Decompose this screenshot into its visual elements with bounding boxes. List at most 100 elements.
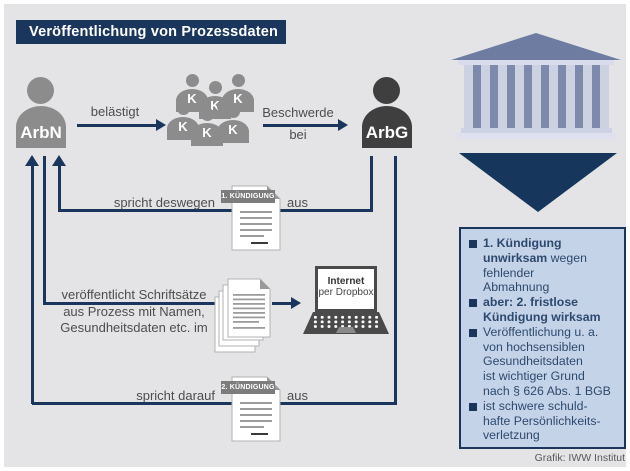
laptop-keyboard <box>303 312 389 334</box>
arbg-figure: ArbG <box>362 77 412 148</box>
courthouse-pediment <box>451 33 621 60</box>
infobox-list: 1. Kündigung unwirksam wegen fehlender A… <box>469 236 619 443</box>
caption-complaint-2: bei <box>289 127 307 142</box>
colleague-head-icon <box>208 81 222 94</box>
colleague-head-icon <box>176 102 190 115</box>
colleague-label: K <box>233 91 243 106</box>
colleagues-group: K K K K K K <box>167 71 260 155</box>
arbn-body-icon <box>16 106 66 148</box>
bullet-text: aber: 2. fristlose Kündigung wirksam <box>483 295 601 324</box>
line-up-to-arbn-1 <box>57 166 61 211</box>
text-line <box>233 303 265 305</box>
arrow-harasses <box>77 119 166 131</box>
document-label: 2. KÜNDIGUNG <box>221 381 275 394</box>
page-title: Veröffentlichung von Prozessdaten <box>16 20 286 44</box>
text-line <box>240 402 272 404</box>
text-line <box>240 211 272 213</box>
arbg-body-icon <box>362 106 412 148</box>
arbg-label: ArbG <box>365 123 409 142</box>
line-up-to-arbn-2 <box>30 166 34 404</box>
text-line <box>233 316 265 319</box>
document-kuendigung-2: 2. KÜNDIGUNG <box>221 376 281 442</box>
keyboard-keys <box>312 315 380 328</box>
colleague-figure: K <box>217 105 249 143</box>
courthouse-lintel <box>458 60 614 65</box>
colleague-label: K <box>210 98 220 113</box>
line-arbg-down-1 <box>369 156 373 212</box>
signature-line <box>251 433 268 435</box>
bullet-text: 1. Kündigung unwirksam wegen fehlender A… <box>483 236 587 295</box>
page-fold-icon <box>260 279 270 289</box>
arrowhead-to-arbn-2 <box>25 155 39 166</box>
arbn-figure: ArbN <box>16 77 66 148</box>
colleague-body-icon <box>191 123 223 146</box>
bullet-square-icon <box>469 328 477 337</box>
arbn-head-icon <box>27 77 54 104</box>
text-line <box>240 223 272 225</box>
text-line <box>240 408 272 410</box>
colleague-head-icon <box>200 108 214 121</box>
bullet-square-icon <box>469 299 477 308</box>
caption-issues-second: spricht darauf <box>136 388 215 403</box>
text-line <box>240 235 264 237</box>
colleague-label: K <box>178 119 188 134</box>
colleague-label: K <box>202 125 212 140</box>
laptop-icon: Internet per Dropbox <box>303 266 389 338</box>
courthouse-base <box>461 128 612 133</box>
line-kuendigung2 <box>32 402 395 405</box>
caption-complaint-1: Beschwerde <box>262 105 334 120</box>
text-line <box>240 426 264 428</box>
arrow-complaint <box>263 119 348 131</box>
credit-label: Grafik: IWW Institut <box>534 452 625 464</box>
signature-line <box>251 242 268 244</box>
arbg-head-icon <box>373 77 400 104</box>
laptop-touchpad <box>336 327 356 333</box>
laptop-screen: Internet per Dropbox <box>315 266 377 312</box>
colleague-label: K <box>228 122 238 137</box>
caption-issues-first: spricht deswegen <box>113 195 215 210</box>
text-line <box>240 217 272 219</box>
laptop-label-line1: Internet <box>327 276 365 287</box>
colleague-head-icon <box>226 105 240 118</box>
infobox-bullet: aber: 2. fristlose Kündigung wirksam <box>469 295 619 325</box>
courthouse-columns <box>464 65 609 128</box>
down-arrow-icon <box>459 153 617 212</box>
caption-issues-first-suffix: aus <box>287 195 308 210</box>
bullet-square-icon <box>469 240 477 248</box>
text-line <box>233 294 265 296</box>
text-line <box>233 298 265 301</box>
arbn-label: ArbN <box>20 123 62 142</box>
stacked-pages <box>214 278 271 353</box>
document-label: 1. KÜNDIGUNG <box>221 190 275 203</box>
colleague-head-icon <box>231 74 245 87</box>
infobox-bullet: Veröffentlichung u. a. von hochsensiblen… <box>469 325 619 399</box>
text-line <box>240 414 272 416</box>
line-arbn-publish-down <box>42 156 46 305</box>
infobox-bullet: 1. Kündigung unwirksam wegen fehlender A… <box>469 236 619 295</box>
colleague-head-icon <box>185 74 199 87</box>
caption-issues-second-suffix: aus <box>287 388 308 403</box>
line-publish-right <box>42 302 215 305</box>
arrow-to-laptop <box>272 297 301 309</box>
text-line <box>233 321 259 323</box>
colleague-figure: K <box>191 108 223 146</box>
document-stack <box>214 277 272 359</box>
colleague-label: K <box>187 91 197 106</box>
text-line <box>233 307 265 310</box>
caption-harasses: belästigt <box>90 104 140 119</box>
text-line <box>233 327 265 329</box>
infobox: 1. Kündigung unwirksam wegen fehlender A… <box>459 227 626 449</box>
line-kuendigung1 <box>58 209 372 212</box>
bullet-text: ist schwere schuld- hafte Persönlichkeit… <box>483 398 601 443</box>
text-line <box>240 229 272 231</box>
bullet-square-icon <box>469 402 477 411</box>
colleague-body-icon <box>217 120 249 143</box>
text-line <box>240 420 272 422</box>
text-line <box>233 312 265 314</box>
document-kuendigung-1: 1. KÜNDIGUNG <box>221 185 281 251</box>
arrowhead-to-arbn-1 <box>52 155 66 166</box>
laptop-label-line2: per Dropbox <box>318 287 374 298</box>
courthouse-base <box>456 133 617 139</box>
bullet-text: Veröffentlichung u. a. von hochsensiblen… <box>483 324 611 398</box>
